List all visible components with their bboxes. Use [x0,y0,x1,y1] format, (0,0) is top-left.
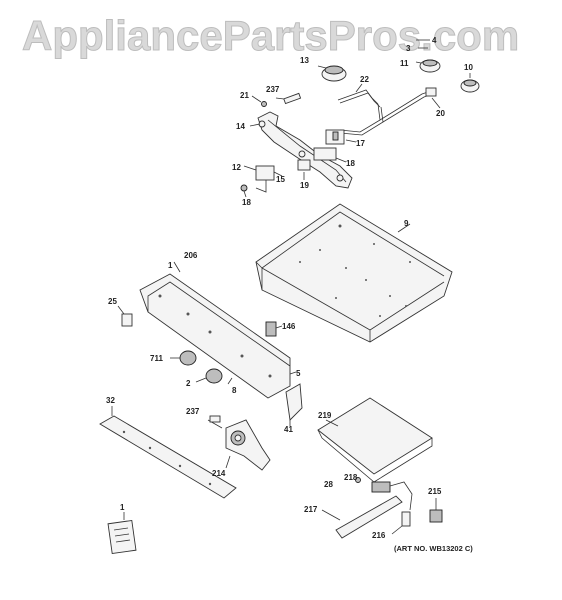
bracket-17 [325,129,357,145]
label-146: 146 [282,322,296,331]
label-14: 14 [236,122,245,131]
label-20: 20 [436,109,445,118]
label-5: 5 [296,369,301,378]
thermostat-214 [207,415,271,471]
label-217: 217 [304,505,318,514]
watermark-text: AppliancePartsPros.com [22,12,519,59]
label-18-bottom: 18 [242,198,251,207]
label-1: 1 [168,261,173,270]
orifice-237 [275,92,302,105]
label-8: 8 [232,386,237,395]
label-215: 215 [428,487,442,496]
valve-12-15 [243,165,283,193]
label-17: 17 [356,139,365,148]
bracket-19 [297,159,311,180]
label-216: 216 [372,531,386,540]
watermark: AppliancePartsPros.com [22,12,520,60]
clip-25 [117,305,133,327]
label-219: 219 [318,411,332,420]
label-711: 711 [150,354,163,363]
label-15: 15 [276,175,285,184]
screw-21 [251,95,267,107]
label-2: 2 [186,379,191,388]
burner-head-11 [415,39,441,73]
art-number: (ART NO. WB13202 C) [394,544,473,553]
label-32: 32 [106,396,115,405]
label-237-top: 237 [266,85,280,94]
oven-tray-9 [255,203,453,343]
label-21: 21 [240,91,249,100]
burner-head-13 [317,65,347,82]
label-28: 28 [324,480,333,489]
burner-shield-219 [317,397,433,483]
label-41: 41 [284,425,293,434]
label-18-top: 18 [346,159,355,168]
knob-711 [170,350,197,366]
label-12: 12 [232,163,241,172]
burner-head-10 [460,73,480,93]
label-19: 19 [300,181,309,190]
label-3: 3 [406,44,411,53]
label-25: 25 [108,297,117,306]
knob-2 [195,368,223,384]
bracket-41 [285,383,303,426]
label-237-bottom: 237 [186,407,200,416]
switch-146 [265,321,283,337]
clip-216 [391,511,411,535]
label-214: 214 [212,469,226,478]
trim-strip-32 [99,406,237,499]
bracket-18-top [313,147,347,163]
label-206: 206 [184,251,198,260]
nut-18-bottom [240,184,248,198]
label-10: 10 [464,63,473,72]
label-22: 22 [360,75,369,84]
label-13: 13 [300,56,309,65]
clip-215 [429,498,443,523]
gas-tube-22 [337,87,437,136]
manifold-panel-5 [139,273,291,399]
label-11: 11 [400,59,409,68]
literature-1 [107,512,137,555]
label-218: 218 [344,473,358,482]
label-4: 4 [432,36,437,45]
label-1-literature: 1 [120,503,125,512]
igniter-217 [321,477,413,539]
label-9: 9 [404,219,409,228]
